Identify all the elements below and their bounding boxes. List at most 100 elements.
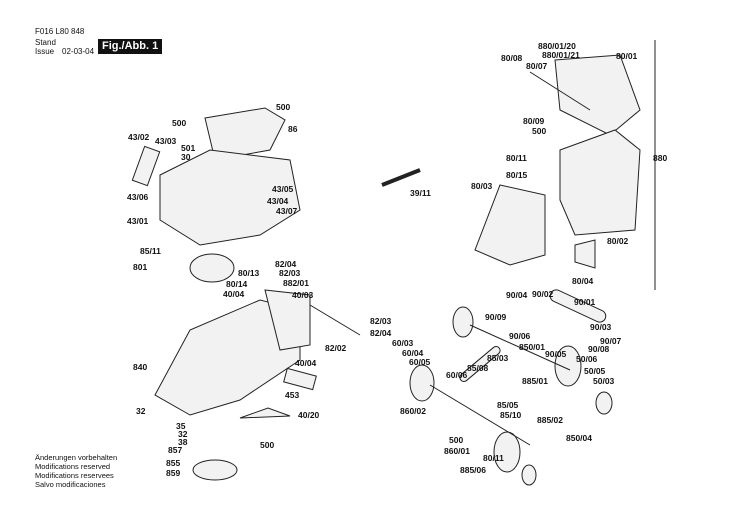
part-label: 32 [178,429,188,439]
wheel-part [493,431,521,473]
part-label: 885/01 [522,376,548,386]
part-label: 885/02 [537,415,563,425]
panel-part [131,145,161,187]
wheel-part [409,364,435,402]
part-number: F016 L80 848 [35,27,85,36]
part-label: 60/03 [392,338,414,348]
rear-flap-part [264,289,311,351]
axle-line [469,324,571,371]
part-label: 35 [176,421,186,431]
part-label: 43/05 [272,184,294,194]
issue-date: 02-03-04 [62,47,95,56]
part-label: 453 [285,390,300,400]
part-label: 85/03 [487,353,509,363]
figure-badge: Fig./Abb. 1 [98,39,163,54]
part-label: 850/04 [566,433,592,443]
part-label: 60/05 [409,357,431,367]
wheel-part [452,306,474,338]
part-label: 90/06 [509,331,531,341]
part-label: 860/02 [400,406,426,416]
motor-part [189,253,235,283]
part-label: 80/11 [506,153,527,163]
part-label: 50/06 [576,354,598,364]
note-line: Modifications reserved [35,462,111,471]
part-label: 885/06 [460,465,486,475]
part-label: 500 [260,440,275,450]
part-label: 82/03 [370,316,392,326]
wheel-part [554,345,582,387]
part-label: 85/10 [500,410,522,420]
part-label: 30 [181,152,191,162]
part-label: 801 [133,262,148,272]
part-label: 80/09 [523,116,545,126]
part-label: 90/03 [590,322,612,332]
part-label: 39/11 [410,188,431,198]
part-label: 85/08 [467,363,489,373]
part-label: 882/01 [283,278,309,288]
part-label: 43/01 [127,216,149,226]
part-label: 43/06 [127,192,149,202]
spring-part [459,346,501,382]
part-label: 880/01/20 [538,41,576,51]
part-label: 90/08 [588,344,610,354]
grassbox-part [559,129,641,236]
part-label: 40/04 [295,358,317,368]
part-label: 60/04 [402,348,424,358]
part-label: 859 [166,468,181,478]
part-label: 80/04 [572,276,594,286]
note-line: Änderungen vorbehalten [35,453,118,462]
part-label: 880 [653,153,668,163]
part-label: 82/04 [275,259,297,269]
housing-part [159,149,301,246]
part-label: 80/02 [607,236,629,246]
part-label: 500 [449,435,464,445]
part-label: 80/14 [226,279,248,289]
part-label: 90/02 [532,289,554,299]
bar-line [309,304,361,336]
part-label: 43/02 [128,132,150,142]
part-label: 50/05 [584,366,606,376]
stand-label: Stand [35,38,56,47]
part-label: 501 [181,143,196,153]
flap-part [574,239,596,269]
part-label: 500 [172,118,187,128]
part-label: 880/01/21 [542,50,580,60]
spanner-part [381,168,421,187]
part-label: 43/07 [276,206,298,216]
part-label: 85/11 [140,246,161,256]
part-label: 40/20 [298,410,320,420]
part-label: 82/04 [370,328,392,338]
part-label: 90/05 [545,349,567,359]
part-label: 80/08 [501,53,523,63]
note-line: Salvo modificaciones [35,480,106,489]
part-label: 860/01 [444,446,470,456]
chute-part [474,184,546,266]
part-label: 80/11 [483,453,504,463]
part-label: 80/03 [471,181,493,191]
issue-label: Issue [35,47,55,56]
grassbox-handle-part [554,54,641,136]
axle-line [429,384,531,446]
part-label: 840 [133,362,148,372]
part-label: 80/01 [616,51,638,61]
guard-part [239,407,291,419]
hubcap-part [595,391,613,415]
part-label: 90/04 [506,290,528,300]
label-453-part [283,367,317,391]
part-label: 850/01 [519,342,545,352]
part-label: 32 [136,406,146,416]
part-label: 855 [166,458,181,468]
part-label: 86 [288,124,298,134]
part-label: 85/05 [497,400,519,410]
part-label: 43/04 [267,196,289,206]
part-label: 80/15 [506,170,528,180]
note-line: Modifications reservees [35,471,114,480]
part-label: 60/06 [446,370,468,380]
roller-part [549,289,607,323]
part-label: 500 [276,102,291,112]
part-label: 90/01 [574,297,596,307]
part-label: 40/03 [292,290,314,300]
part-label: 40/04 [223,289,245,299]
part-label: 43/03 [155,136,177,146]
